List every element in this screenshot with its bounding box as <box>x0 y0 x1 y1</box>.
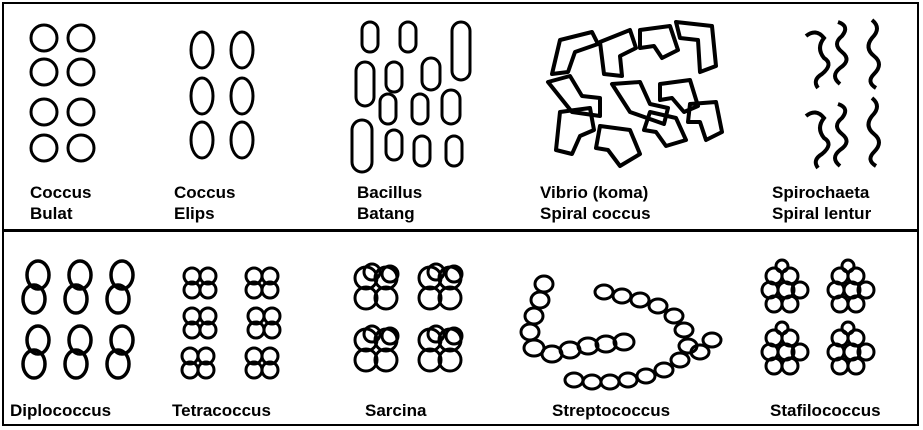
label-tetracoccus: Tetracoccus <box>172 400 271 421</box>
coccus-ellipse-illustration <box>191 32 253 158</box>
label-name: Coccus <box>174 182 235 203</box>
label-desc: Elips <box>174 203 235 224</box>
label-name: Coccus <box>30 182 91 203</box>
label-streptococcus: Streptococcus <box>552 400 670 421</box>
diplococcus-illustration <box>23 261 133 378</box>
stafilococcus-illustration <box>762 260 874 374</box>
label-vibrio: Vibrio (koma) Spiral coccus <box>540 182 651 224</box>
sarcina-illustration <box>355 264 462 371</box>
label-name: Spirochaeta <box>772 182 871 203</box>
spirochaeta-illustration <box>806 20 879 168</box>
label-desc: Batang <box>357 203 422 224</box>
label-spirochaeta: Spirochaeta Spiral lentur <box>772 182 871 224</box>
label-coccus-ellipse: Coccus Elips <box>174 182 235 224</box>
label-desc: Spiral lentur <box>772 203 871 224</box>
label-sarcina: Sarcina <box>365 400 426 421</box>
streptococcus-illustration <box>521 276 721 389</box>
label-desc: Spiral coccus <box>540 203 651 224</box>
label-bacillus: Bacillus Batang <box>357 182 422 224</box>
vibrio-illustration <box>548 22 722 166</box>
label-stafilococcus: Stafilococcus <box>770 400 881 421</box>
label-name: Vibrio (koma) <box>540 182 651 203</box>
tetracoccus-illustration <box>182 268 280 378</box>
label-desc: Bulat <box>30 203 91 224</box>
label-diplococcus: Diplococcus <box>10 400 111 421</box>
coccus-round-illustration <box>31 25 94 161</box>
bacillus-illustration <box>352 22 470 172</box>
label-name: Bacillus <box>357 182 422 203</box>
label-coccus-round: Coccus Bulat <box>30 182 91 224</box>
